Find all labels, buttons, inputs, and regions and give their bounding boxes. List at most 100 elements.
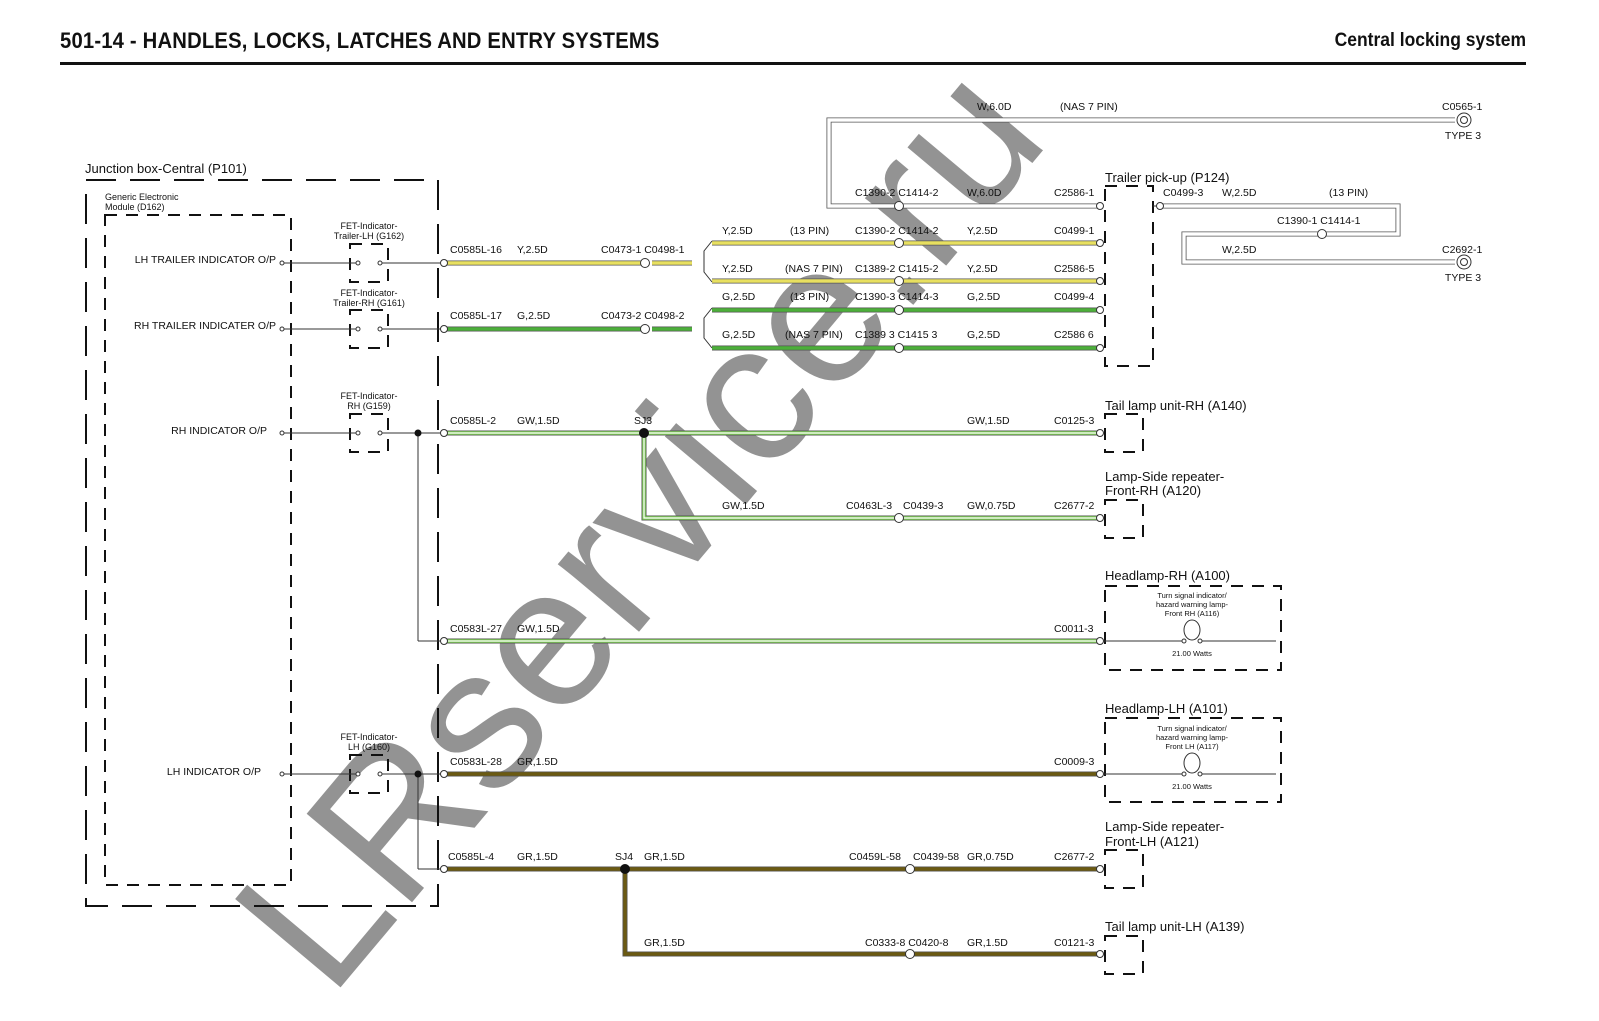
wire-label: GW,1.5D (967, 415, 1010, 427)
wire-label: W,2.5D (1222, 187, 1257, 199)
repeater-lh-label-2: Front-LH (A121) (1105, 834, 1199, 849)
wire-label: Y,2.5D (967, 225, 998, 237)
repeater-rh-outline (1104, 499, 1144, 539)
terminal-icon (1096, 637, 1104, 645)
terminal-icon (1156, 202, 1164, 210)
tail-rh-outline (1104, 413, 1144, 453)
terminal-icon (440, 259, 448, 267)
switch-contact-icon (279, 260, 285, 266)
wire-white-6-0 (826, 117, 1455, 209)
wire-label: C0463L-3 (846, 500, 892, 512)
wire-label: C1389 3 C1415 3 (855, 329, 937, 341)
repeater-rh-label-1: Lamp-Side repeater- (1105, 469, 1224, 484)
connector-type3-icon (1456, 112, 1472, 270)
type3-label-a: TYPE 3 (1445, 130, 1481, 142)
inline-connector-icon (640, 324, 650, 334)
switch-contact-icon (355, 326, 361, 332)
wire-label: G,2.5D (967, 291, 1001, 303)
page-header: 501-14 - HANDLES, LOCKS, LATCHES AND ENT… (60, 24, 1526, 65)
fet-lh-label-1: FET-Indicator- (340, 732, 397, 742)
split-bracket-green (703, 307, 713, 349)
terminal-icon (1096, 865, 1104, 873)
repeater-lh-outline (1104, 849, 1144, 889)
trailer-pickup-label: Trailer pick-up (P124) (1105, 170, 1230, 185)
wire-label: C2692-1 (1442, 244, 1482, 256)
terminal-group (279, 201, 1327, 959)
fet-lh-label-2: LH (G160) (348, 742, 390, 752)
terminal-icon (1096, 344, 1104, 352)
bulb-lh-icon (1183, 752, 1201, 774)
wire-white-2-5 (1160, 203, 1455, 265)
headlamp-lh-outline (1104, 717, 1282, 803)
wire-label: C2677-2 (1054, 500, 1094, 512)
splice-dot (414, 770, 422, 778)
wire-label: Y,2.5D (722, 225, 753, 237)
bulb-contact-icon (1181, 638, 1187, 644)
wire-gw-repeater-rh (641, 433, 1100, 521)
wire-label: GR,1.5D (967, 937, 1008, 949)
terminal-icon (1096, 306, 1104, 314)
junction-box-label: Junction box-Central (P101) (85, 161, 247, 176)
switch-contact-icon (377, 326, 383, 332)
wire-label: GR,1.5D (517, 851, 558, 863)
wire-label: C0499-1 (1054, 225, 1094, 237)
gem-outline (104, 214, 292, 886)
wire-label: W,6.0D (967, 187, 1002, 199)
terminal-icon (440, 637, 448, 645)
gem-label-1: Generic Electronic (105, 192, 179, 202)
fet-rh-label-1: FET-Indicator- (340, 391, 397, 401)
bulb-contact-icon (1197, 771, 1203, 777)
inline-connector-icon (894, 238, 904, 248)
headlamp-lh-label: Headlamp-LH (A101) (1105, 701, 1228, 716)
bulb-lh-label-1: Turn signal indicator/ (1157, 724, 1227, 733)
fet-trailer-lh-label-2: Trailer-LH (G162) (334, 231, 404, 241)
wire-label: SJ4 (615, 851, 633, 863)
wire-label: C2586-1 (1054, 187, 1094, 199)
fet-trailer-lh-label-1: FET-Indicator- (340, 221, 397, 231)
pin-rh: RH INDICATOR O/P (171, 425, 267, 437)
fet-trailer-rh-label-2: Trailer-RH (G161) (333, 298, 405, 308)
wire-label: GW,0.75D (967, 500, 1016, 512)
watermark: LRservice.ru (192, 24, 1084, 1021)
fet-trailer-rh-label-1: FET-Indicator- (340, 288, 397, 298)
splice-sj3 (639, 428, 649, 438)
wire-label: GR,1.5D (644, 937, 685, 949)
switch-contact-icon (377, 771, 383, 777)
wire-label: (13 PIN) (790, 291, 829, 303)
inline-connector-icon (894, 201, 904, 211)
wire-label: C0121-3 (1054, 937, 1094, 949)
switch-contact-icon (355, 771, 361, 777)
splice-sj4 (620, 864, 630, 874)
terminal-icon (1096, 770, 1104, 778)
wire-label: GW,1.5D (722, 500, 765, 512)
inline-connector-icon (894, 343, 904, 353)
splice-dot (414, 429, 422, 437)
wire-label: C2677-2 (1054, 851, 1094, 863)
document-title: 501-14 - HANDLES, LOCKS, LATCHES AND ENT… (60, 28, 660, 53)
inline-connector-icon (640, 258, 650, 268)
wire-label: (13 PIN) (790, 225, 829, 237)
trailer-pickup-outline (1104, 185, 1154, 367)
terminal-icon (1096, 514, 1104, 522)
switch-contact-icon (355, 260, 361, 266)
terminal-icon (1096, 202, 1104, 210)
repeater-rh-label-2: Front-RH (A120) (1105, 483, 1201, 498)
terminal-icon (440, 865, 448, 873)
bulb-contact-icon (1197, 638, 1203, 644)
terminal-icon (1096, 950, 1104, 958)
wire-label: C0439-58 (913, 851, 959, 863)
wire-labels: W,6.0D (NAS 7 PIN) C0565-1 C1390-2 C1414… (448, 101, 1482, 949)
repeater-lh-label-1: Lamp-Side repeater- (1105, 819, 1224, 834)
wire-label: (NAS 7 PIN) (785, 263, 843, 275)
wire-label: G,2.5D (517, 310, 551, 322)
wire-label: C1390-3 C1414-3 (855, 291, 939, 303)
wire-label: Y,2.5D (722, 263, 753, 275)
inline-connector-icon (894, 276, 904, 286)
switch-contact-icon (377, 260, 383, 266)
wire-label: Y,2.5D (967, 263, 998, 275)
terminal-icon (440, 429, 448, 437)
wire-label: C0009-3 (1054, 756, 1094, 768)
wire-label: (13 PIN) (1329, 187, 1368, 199)
bulb-contact-icon (1181, 771, 1187, 777)
